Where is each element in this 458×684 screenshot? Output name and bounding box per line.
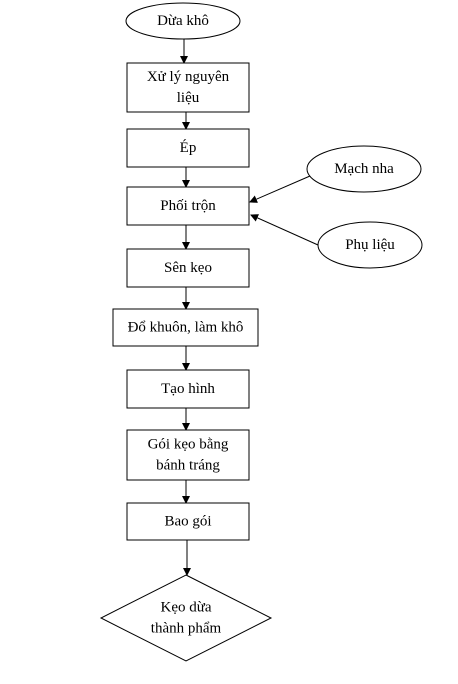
node-label-side1: Mạch nha: [334, 161, 394, 177]
node-shape-n1: [126, 62, 250, 113]
node-shape-n2: [126, 128, 250, 168]
node-label-n7-line-1: Gói kẹo bằng: [148, 437, 229, 453]
node-shape-n6: [126, 369, 250, 409]
node-label-n2: Ép: [180, 139, 197, 156]
node-shape-n4: [126, 248, 250, 288]
node-label-end-line-2: thành phẩm: [151, 621, 222, 637]
node-n2: Ép: [126, 128, 250, 168]
node-n5: Đổ khuôn, làm khô: [112, 308, 259, 347]
node-shape-start: [125, 2, 241, 40]
node-shape-side1: [306, 145, 422, 193]
node-side2: Phụ liệu: [317, 221, 423, 269]
node-start: Dừa khô: [125, 2, 241, 40]
edge-side1-to-n3: [249, 175, 311, 203]
node-shape-n5: [112, 308, 259, 347]
node-n4: Sên kẹo: [126, 248, 250, 288]
edges-layer: [180, 39, 319, 576]
node-n1: Xử lý nguyên liệu: [126, 62, 250, 113]
node-n3: Phối trộn: [126, 186, 250, 226]
node-label-start: Dừa khô: [157, 13, 209, 29]
node-shape-n7: [126, 429, 250, 481]
node-side1: Mạch nha: [306, 145, 422, 193]
node-label-n7-line-2: bánh tráng: [156, 458, 220, 474]
node-shape-n8: [126, 502, 250, 541]
node-label-n1-line-2: liệu: [177, 90, 200, 106]
node-label-n4: Sên kẹo: [164, 260, 212, 276]
node-n8: Bao gói: [126, 502, 250, 541]
node-label-side2: Phụ liệu: [345, 237, 395, 253]
node-label-end-line-1: Kẹo dừa: [160, 600, 211, 616]
node-end: Kẹo dừa thành phẩm: [99, 574, 273, 662]
node-shape-n3: [126, 186, 250, 226]
node-n6: Tạo hình: [126, 369, 250, 409]
node-shape-end: [99, 574, 273, 662]
node-label-n5: Đổ khuôn, làm khô: [128, 320, 244, 336]
node-label-n6: Tạo hình: [161, 381, 215, 397]
node-label-n1-line-1: Xử lý nguyên: [147, 69, 230, 85]
node-label-n8: Bao gói: [164, 514, 211, 530]
edge-side2-to-n3: [250, 214, 319, 246]
node-n7: Gói kẹo bằng bánh tráng: [126, 429, 250, 481]
node-label-n3: Phối trộn: [160, 198, 216, 214]
node-shape-side2: [317, 221, 423, 269]
